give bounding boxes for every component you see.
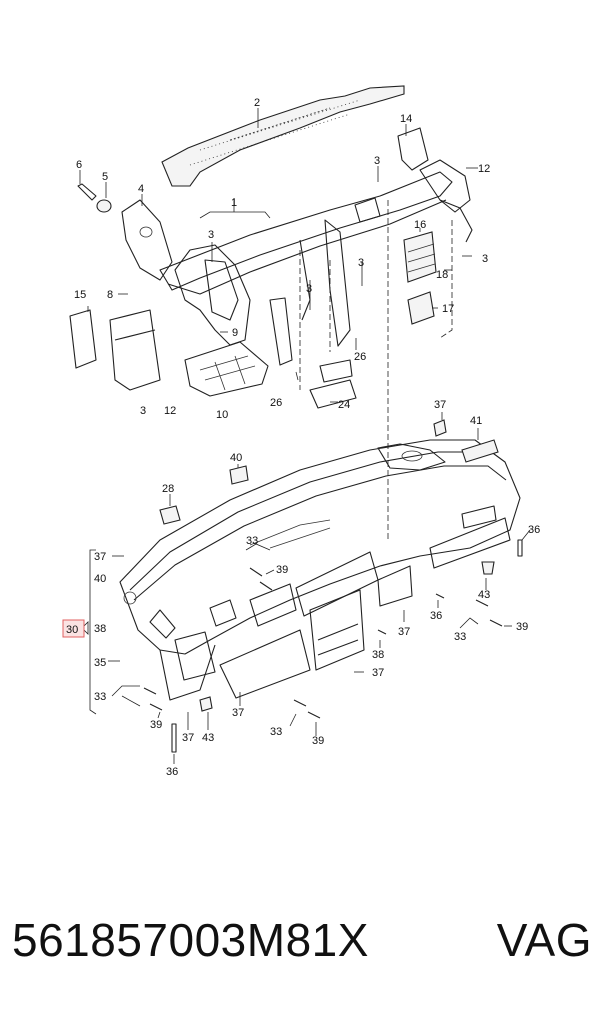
callout-24: 24 [338, 399, 350, 411]
callout-36c: 36 [166, 766, 178, 778]
callout-37d: 37 [372, 667, 384, 679]
upper-leader-lines [79, 108, 478, 403]
nut-43b [481, 561, 495, 575]
clip-28 [159, 505, 181, 525]
callout-9: 9 [232, 327, 238, 339]
callout-38b: 38 [372, 649, 384, 661]
clip-37-top [433, 419, 447, 437]
bolt-6 [77, 183, 97, 201]
callout-37a: 37 [434, 399, 446, 411]
part-number-footer: 561857003M81X VAG [12, 905, 592, 975]
callout-3f: 3 [140, 405, 146, 417]
part-number: 561857003M81X [12, 914, 369, 966]
callout-1: 1 [231, 197, 237, 209]
screws-lower [143, 539, 523, 753]
callout-39c: 39 [150, 719, 162, 731]
callout-26a: 26 [354, 351, 366, 363]
callout-6: 6 [76, 159, 82, 171]
callout-43b: 43 [202, 732, 214, 744]
callout-41: 41 [470, 415, 482, 427]
callout-3b: 3 [208, 229, 214, 241]
callout-3e: 3 [306, 283, 312, 295]
callout-39d: 39 [312, 735, 324, 747]
dashboard-panel [119, 439, 521, 701]
callout-33c: 33 [94, 691, 106, 703]
callout-36b: 36 [430, 610, 442, 622]
callout-8: 8 [107, 289, 113, 301]
callout-37e: 37 [182, 732, 194, 744]
insulation-panel [161, 85, 405, 187]
callout-17: 17 [442, 303, 454, 315]
cover-plate [407, 291, 435, 325]
callout-33a: 33 [246, 535, 258, 547]
callout-12b: 12 [164, 405, 176, 417]
callout-4: 4 [138, 183, 144, 195]
bracket-24b [319, 359, 353, 383]
callout-38a: 38 [94, 623, 106, 635]
callout-3a: 3 [374, 155, 380, 167]
callout-3c: 3 [482, 253, 488, 265]
nut-43a [199, 696, 213, 712]
callout-3d: 3 [358, 257, 364, 269]
callout-33b: 33 [454, 631, 466, 643]
callout-43a: 43 [478, 589, 490, 601]
callout-15: 15 [74, 289, 86, 301]
callout-33d: 33 [270, 726, 282, 738]
control-unit [403, 231, 437, 283]
callout-30: 30 [66, 624, 78, 636]
callout-26b: 26 [270, 397, 282, 409]
left-mount [69, 309, 97, 369]
callout-10: 10 [216, 409, 228, 421]
callout-14: 14 [400, 113, 412, 125]
callout-5: 5 [102, 171, 108, 183]
crossmember-assembly [109, 159, 473, 391]
callout-28: 28 [162, 483, 174, 495]
callout-37f: 37 [232, 707, 244, 719]
callout-39a: 39 [276, 564, 288, 576]
callout-40a: 40 [230, 452, 242, 464]
highlight-box-30 [62, 619, 85, 638]
center-support-grid [199, 355, 256, 391]
callout-35: 35 [94, 657, 106, 669]
callout-2: 2 [254, 97, 260, 109]
side-bracket [121, 199, 173, 281]
bracket-24 [309, 379, 357, 409]
center-support [184, 341, 269, 397]
callout-37b: 37 [94, 551, 106, 563]
upper-bracket [397, 127, 429, 171]
trim-41 [461, 439, 499, 463]
lower-leader-lines [81, 412, 531, 764]
callout-39b: 39 [516, 621, 528, 633]
dashed-assembly-lines [299, 200, 453, 540]
callout-18: 18 [436, 269, 448, 281]
callout-37c: 37 [398, 626, 410, 638]
callout-36a: 36 [528, 524, 540, 536]
grommet [96, 199, 112, 213]
callout-16: 16 [414, 219, 426, 231]
callout-12a: 12 [478, 163, 490, 175]
control-unit-ribs [407, 243, 436, 273]
clip-40 [229, 465, 249, 485]
callout-40b: 40 [94, 573, 106, 585]
brand-label: VAG [496, 914, 592, 966]
callout-labels: 2 14 6 5 4 1 3 12 3 16 18 3 8 3 3 17 15 … [66, 97, 540, 778]
bracket-hole [139, 226, 153, 238]
